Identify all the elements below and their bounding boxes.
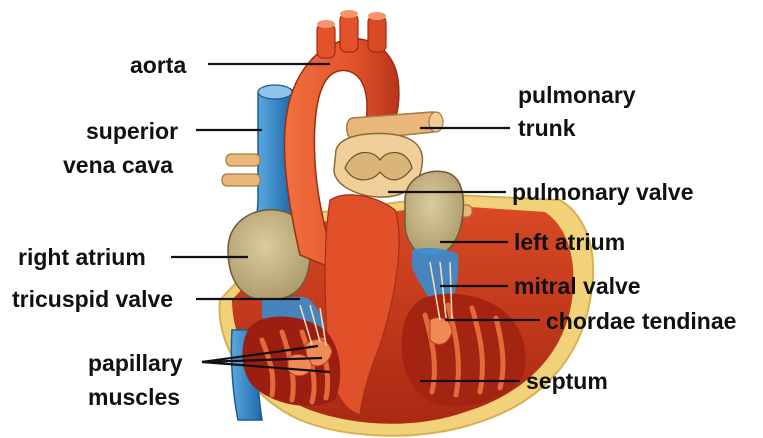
aorta-branch-3 (368, 16, 386, 52)
label-papillary-muscles-line2: muscles (88, 386, 180, 409)
label-papillary-muscles-line1: papillary (88, 352, 183, 375)
label-tricuspid-valve: tricuspid valve (12, 288, 173, 311)
label-right-atrium: right atrium (18, 246, 146, 269)
label-pulmonary-trunk-line2: trunk (518, 117, 576, 140)
aorta-branch-1 (317, 24, 335, 58)
label-aorta: aorta (130, 54, 186, 77)
aorta-branch-2 (340, 14, 358, 52)
label-superior-vena-cava-line2: vena cava (63, 154, 173, 177)
svc-opening (258, 85, 292, 99)
label-superior-vena-cava-line1: superior (86, 120, 178, 143)
label-chordae-tendinae: chordae tendinae (546, 310, 736, 333)
pulmonary-vein-stub-left-2 (222, 174, 260, 186)
label-left-atrium: left atrium (514, 231, 625, 254)
label-pulmonary-trunk-line1: pulmonary (518, 84, 636, 107)
label-pulmonary-valve: pulmonary valve (512, 181, 694, 204)
pulmonary-vein-stub-left (226, 154, 260, 166)
label-septum: septum (526, 370, 608, 393)
label-mitral-valve: mitral valve (514, 275, 641, 298)
